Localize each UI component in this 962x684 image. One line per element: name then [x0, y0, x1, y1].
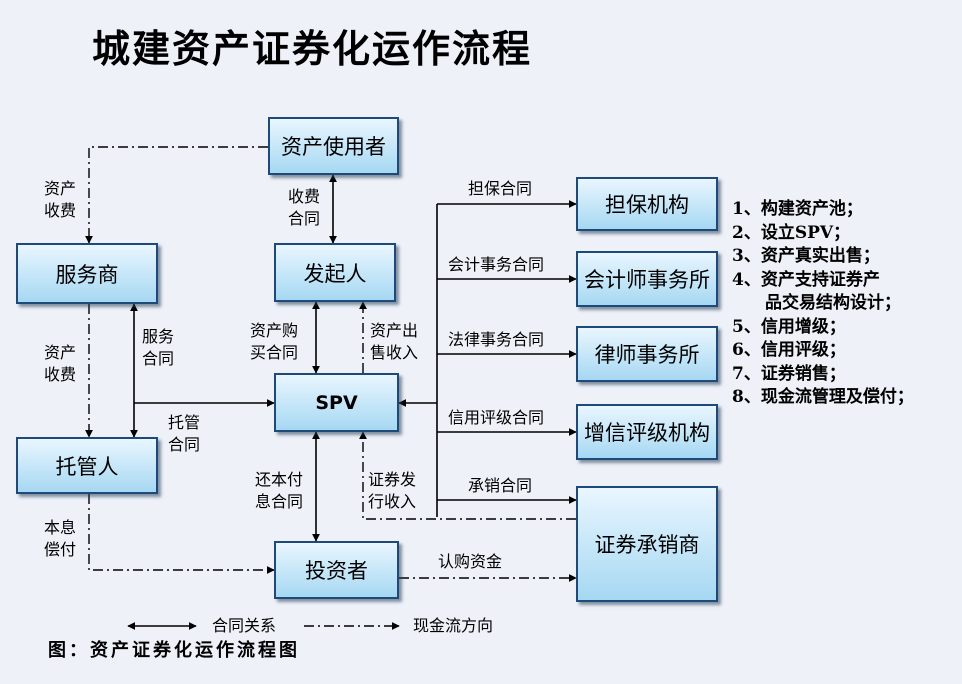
page-title: 城建资产证券化运作流程 — [92, 26, 533, 71]
label-asset-sale-income: 资产出 售收入 — [370, 321, 419, 362]
step-item: 4、资产支持证券产 — [732, 269, 880, 290]
label-legal-contract: 法律事务合同 — [448, 330, 545, 349]
label-guarantee-contract: 担保合同 — [468, 179, 533, 198]
node-custodian: 托管人 — [16, 437, 158, 494]
node-guarantor: 担保机构 — [576, 177, 718, 231]
node-investor: 投资者 — [274, 541, 399, 599]
step-item: 5、信用增级； — [732, 316, 846, 337]
label-principal-interest: 本息 偿付 — [44, 518, 77, 559]
process-steps-list: 1、构建资产池； 2、设立SPV； 3、资产真实出售； 4、资产支持证券产 品交… — [732, 198, 914, 410]
node-rating-agency: 增信评级机构 — [576, 404, 718, 460]
node-law-firm: 律师事务所 — [576, 326, 718, 382]
step-item-continued: 品交易结构设计； — [765, 293, 901, 313]
node-originator: 发起人 — [274, 243, 396, 302]
step-item: 8、现金流管理及偿付； — [732, 387, 914, 407]
label-subscription-funds: 认购资金 — [438, 552, 503, 571]
label-underwriting-contract: 承销合同 — [468, 476, 533, 495]
step-item: 1、构建资产池； — [732, 199, 863, 219]
node-underwriter: 证券承销商 — [576, 486, 718, 602]
label-rating-contract: 信用评级合同 — [448, 408, 545, 427]
label-accounting-contract: 会计事务合同 — [448, 255, 545, 274]
step-item: 7、证券销售； — [732, 363, 846, 384]
flow-user-servicer — [85, 146, 268, 244]
label-service-contract: 服务 合同 — [142, 327, 175, 368]
step-item: 3、资产真实出售； — [732, 246, 880, 266]
legend-contract-label: 合同关系 — [212, 616, 277, 635]
node-asset-user: 资产使用者 — [268, 117, 399, 175]
figure-caption: 图：资产证券化运作流程图 — [48, 640, 300, 661]
label-fee-contract: 收费 合同 — [288, 187, 321, 228]
flow-custodian-investor — [88, 494, 275, 574]
label-asset-fee-top: 资产 收费 — [44, 179, 77, 220]
label-custody-contract: 托管 合同 — [168, 413, 201, 454]
label-repayment-contract: 还本付 息合同 — [255, 470, 304, 511]
step-item: 6、信用评级； — [732, 340, 846, 360]
label-issue-income: 证券发 行收入 — [368, 470, 417, 511]
node-servicer: 服务商 — [16, 243, 158, 304]
node-accounting-firm: 会计师事务所 — [576, 251, 718, 307]
legend-cashflow-label: 现金流方向 — [413, 616, 494, 635]
label-asset-fee-mid: 资产 收费 — [44, 343, 77, 384]
label-asset-purchase-contract: 资产购 买合同 — [250, 321, 299, 362]
node-spv: SPV — [274, 373, 399, 432]
step-item: 2、设立SPV； — [732, 222, 851, 243]
